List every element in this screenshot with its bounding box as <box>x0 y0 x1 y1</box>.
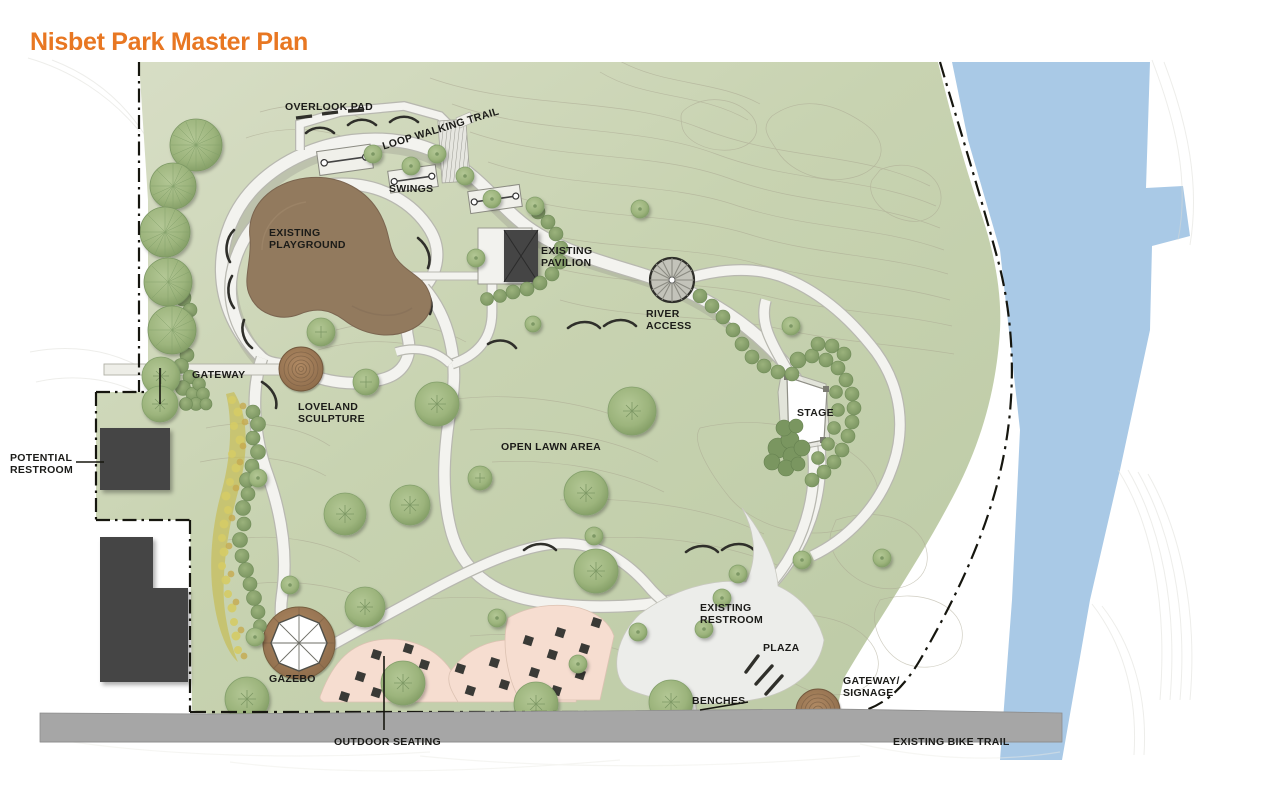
existing-playground <box>246 176 432 336</box>
potential-restroom-building <box>100 428 170 490</box>
path-edge-planting <box>225 115 756 658</box>
river-access-node <box>648 256 696 304</box>
far-bank-contours <box>1091 59 1194 756</box>
large-canopy-trees <box>139 118 223 355</box>
benches <box>744 654 784 696</box>
label-leader-lines <box>76 368 749 730</box>
context-linework <box>27 57 1061 772</box>
existing-pavilion <box>477 227 539 285</box>
ornamental-shrub-mass <box>211 392 249 662</box>
page-title: Nisbet Park Master Plan <box>30 28 308 56</box>
overlook-pad <box>295 108 365 120</box>
west-building-2 <box>100 537 188 682</box>
canopy-trees <box>141 144 892 727</box>
existing-bike-trail <box>39 708 1063 743</box>
gateway-entry-walk <box>103 363 295 376</box>
loveland-sculpture <box>278 346 324 392</box>
river-water <box>952 62 1190 760</box>
gazebo-structure <box>262 606 336 680</box>
